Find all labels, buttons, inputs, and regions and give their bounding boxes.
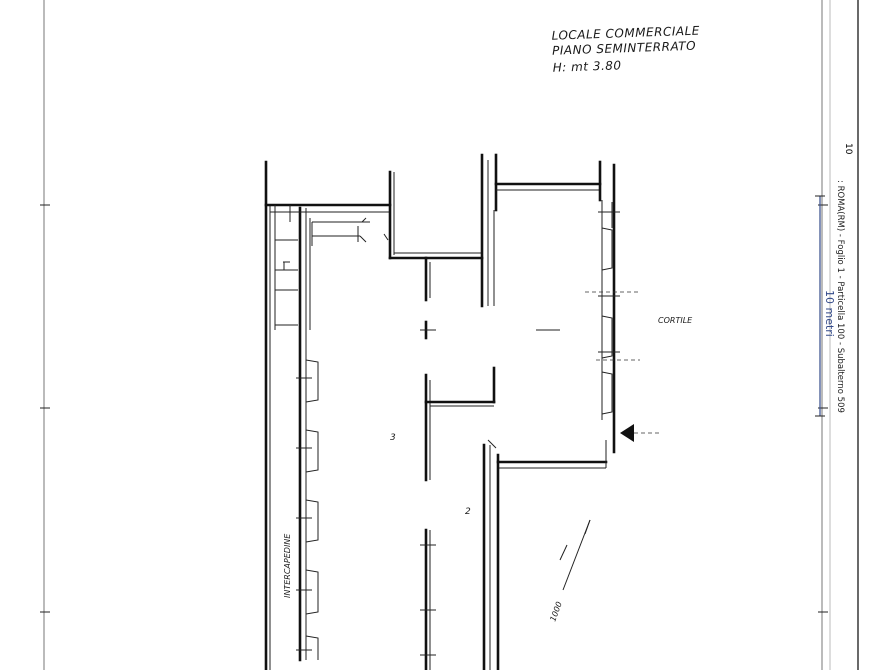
scale-label: 10 metri [823, 290, 836, 337]
left-frame-ticks [40, 204, 828, 613]
entrance-marker-icon [620, 424, 634, 442]
label-intercapedine: INTERCAPEDINE [283, 533, 292, 598]
intercapedine-wall [296, 206, 319, 662]
label-room-a: 3 [390, 433, 396, 443]
label-cortile: CORTILE [658, 316, 693, 325]
margin-vertical-text: : ROMA(RM) - Foglio 1 - Particella 100 -… [835, 180, 845, 413]
title-block: LOCALE COMMERCIALE PIANO SEMINTERRATO H:… [551, 24, 700, 75]
label-room-b: 2 [465, 507, 471, 517]
floor-plan: CORTILE INTERCAPEDINE 1000 3 2 [264, 153, 693, 670]
lower-right-wall [482, 329, 608, 670]
service-block [264, 203, 392, 330]
margin-number: 10 [843, 143, 853, 155]
central-partitions [420, 256, 496, 670]
courtyard-room [494, 160, 640, 454]
title-line-2: PIANO SEMINTERRATO [552, 39, 696, 58]
title-line-3: H: mt 3.80 [553, 58, 622, 74]
top-middle-walls [388, 153, 498, 308]
label-entrance: 1000 [548, 600, 563, 622]
title-line-1: LOCALE COMMERCIALE [551, 24, 700, 43]
